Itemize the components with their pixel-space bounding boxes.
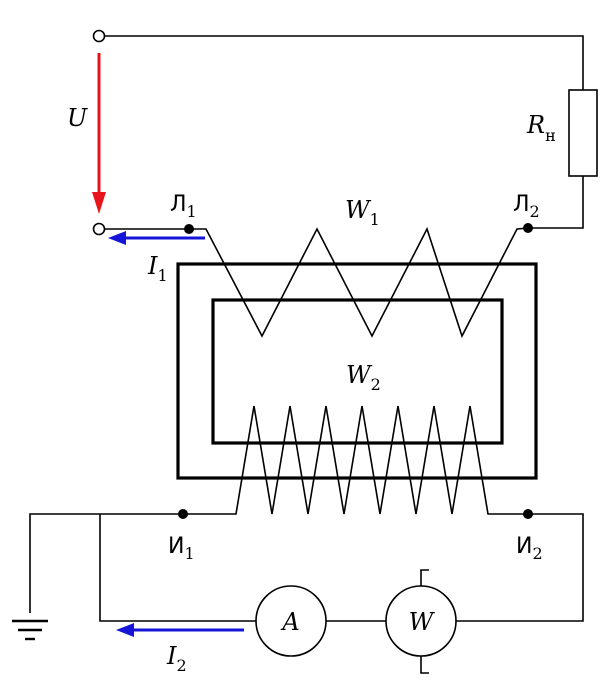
- primary-winding-label: W1: [345, 196, 380, 229]
- primary-current-label: I1: [147, 252, 168, 285]
- secondary-winding: [183, 405, 528, 515]
- supply-terminal-top: [92, 29, 106, 43]
- ground-icon: [12, 619, 48, 641]
- secondary-current-arrow: [116, 623, 244, 637]
- core-outer: [176, 262, 538, 480]
- terminal-I2-label: И2: [516, 534, 543, 563]
- wattmeter-icon: [385, 585, 457, 657]
- voltage-arrow: [92, 53, 106, 214]
- secondary-wires: [29, 513, 584, 622]
- secondary-current-label: I2: [166, 642, 187, 675]
- primary-current-arrow: [108, 231, 205, 245]
- load-resistor-label: Rн: [526, 111, 556, 145]
- primary-winding: [189, 226, 529, 339]
- terminal-I1-label: И1: [168, 534, 195, 563]
- voltage-label: U: [67, 104, 88, 132]
- terminal-L1-label: Л1: [170, 192, 197, 221]
- resistor-icon: [568, 89, 598, 177]
- wattmeter-voltage-leads: [420, 569, 429, 674]
- supply-terminal-bottom: [92, 222, 106, 236]
- ammeter-icon: [255, 585, 327, 657]
- ammeter-label: A: [280, 608, 299, 636]
- wattmeter-label: W: [409, 608, 436, 636]
- terminal-L2-label: Л2: [513, 192, 540, 221]
- core-inner: [211, 298, 504, 445]
- secondary-winding-label: W2: [346, 361, 381, 394]
- supply-wires: [104, 35, 584, 230]
